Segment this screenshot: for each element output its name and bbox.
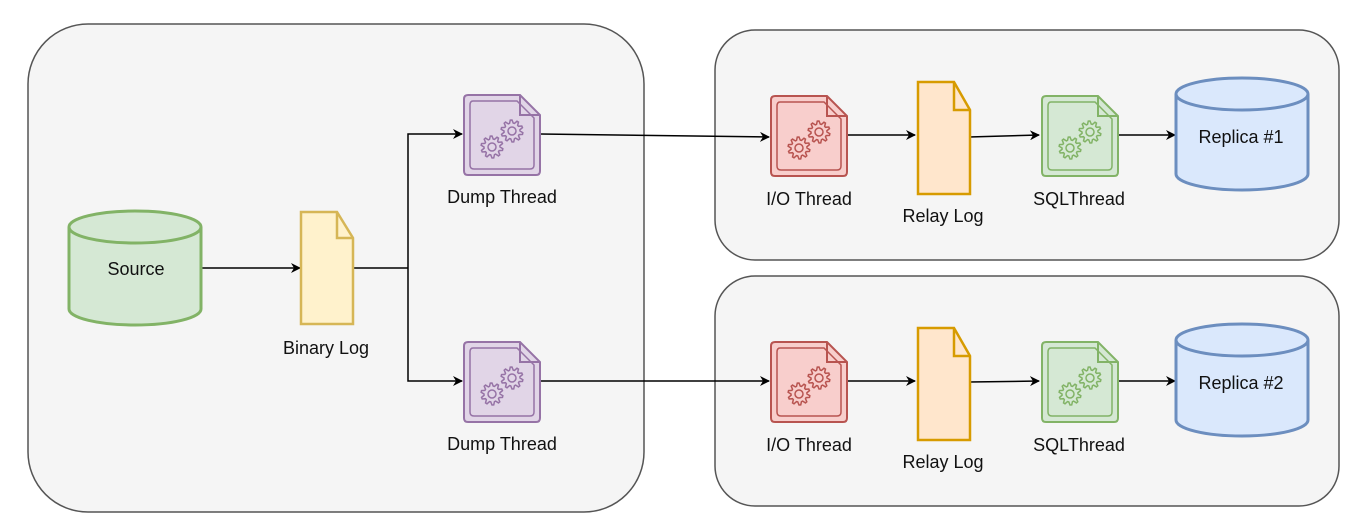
replica-2-label: Replica #2 (1198, 373, 1283, 393)
dump-thread-1-label: Dump Thread (447, 187, 557, 207)
arrow-relay1-to-sql1 (968, 130, 1040, 141)
gear-icon (1078, 120, 1102, 144)
relay-log-1-doc (916, 80, 972, 196)
gear-icon (1078, 366, 1102, 390)
sql-thread-2-icon (1041, 341, 1119, 423)
connectors (202, 129, 1176, 387)
dump-thread-2-icon (463, 341, 541, 423)
relay-log-2-doc (916, 326, 972, 442)
source-database (67, 209, 203, 327)
gear-icon (500, 366, 524, 390)
gear-icon (787, 382, 811, 406)
gear-icon (807, 120, 831, 144)
relay-log-1-label: Relay Log (902, 206, 983, 226)
io-thread-2-label: I/O Thread (766, 435, 852, 455)
sql-thread-2-label: SQLThread (1033, 435, 1125, 455)
gear-icon (480, 135, 504, 159)
relay-log-2-label: Relay Log (902, 452, 983, 472)
dump-thread-2-label: Dump Thread (447, 434, 557, 454)
replica-1-label: Replica #1 (1198, 127, 1283, 147)
gear-icon (1058, 136, 1082, 160)
arrow-dump1-to-io1 (539, 131, 770, 142)
binary-log-label: Binary Log (283, 338, 369, 358)
gear-icon (787, 136, 811, 160)
gear-icon (1058, 382, 1082, 406)
arrow-to-dump-1 (407, 129, 463, 268)
gear-icon (807, 366, 831, 390)
replica-2-database (1174, 322, 1310, 438)
source-label: Source (107, 259, 164, 279)
gear-icon (500, 119, 524, 143)
arrow-relay2-to-sql2 (968, 376, 1040, 387)
replica-1-database (1174, 76, 1310, 192)
gear-icon (480, 382, 504, 406)
sql-thread-1-label: SQLThread (1033, 189, 1125, 209)
arrow-to-dump-2 (407, 268, 463, 386)
binary-log-doc (299, 210, 355, 326)
io-thread-1-icon (770, 95, 848, 177)
dump-thread-1-icon (463, 94, 541, 176)
io-thread-1-label: I/O Thread (766, 189, 852, 209)
io-thread-2-icon (770, 341, 848, 423)
sql-thread-1-icon (1041, 95, 1119, 177)
